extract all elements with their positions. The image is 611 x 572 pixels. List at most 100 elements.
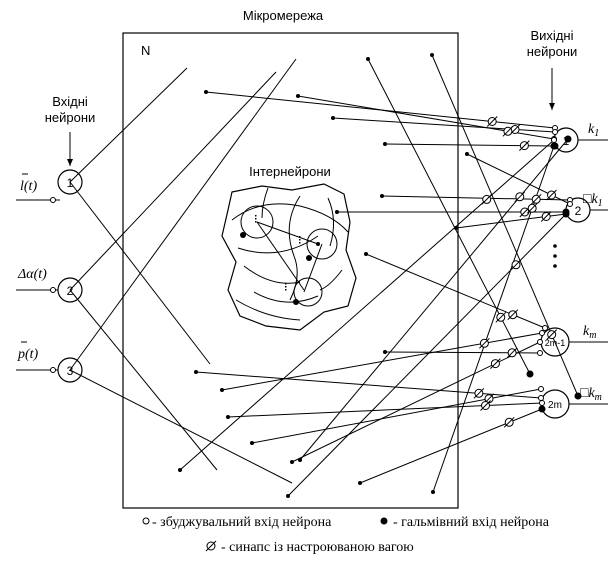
excitatory-input <box>539 330 545 336</box>
connection-line <box>291 341 541 463</box>
excitatory-input <box>537 350 543 356</box>
output-neuron-2m: 2m □km <box>540 386 608 419</box>
adjustable-synapse <box>519 140 530 151</box>
connection-origin-dot <box>358 481 362 485</box>
adjustable-synapse <box>514 191 526 203</box>
inhibitory-input <box>550 142 558 150</box>
excitatory-input <box>539 400 545 406</box>
outputs-ellipsis <box>553 244 557 268</box>
inhibitory-input <box>562 210 570 218</box>
connection-origin-dot <box>220 388 224 392</box>
connection-origin-dot <box>431 490 435 494</box>
connection-line <box>384 351 541 354</box>
excitatory-input <box>537 339 543 345</box>
input-neuron-2-id: 2 <box>67 284 74 298</box>
excitatory-symbol <box>142 517 150 525</box>
inhibitory-symbol <box>380 517 388 525</box>
connection-origin-dot <box>383 142 387 146</box>
input-signal-l: l(t) <box>20 179 37 194</box>
input-header-line1: Вхідні <box>52 94 88 109</box>
adjustable-synapse <box>502 125 514 137</box>
connection-origin-dot <box>380 194 384 198</box>
connection-origin-dot <box>194 370 198 374</box>
output-connections <box>179 54 579 497</box>
input-neuron-3-id: 3 <box>67 364 74 378</box>
output-neuron-4-id: 2m <box>548 400 562 411</box>
output-3-label: km <box>583 324 596 341</box>
connection-origin-dot <box>454 226 458 230</box>
diagram-title: Мікромережа <box>243 8 324 23</box>
connection-origin-dot <box>296 94 300 98</box>
connection-origin-dot <box>204 90 208 94</box>
connection-origin-dot <box>366 57 370 61</box>
network-label: N <box>141 43 150 58</box>
adjustable-synapse <box>540 211 552 222</box>
synapse-terminals <box>526 125 582 413</box>
connection-line <box>299 138 569 461</box>
connection-origin-dot <box>364 252 368 256</box>
input-header-line2: нейрони <box>45 110 96 125</box>
excitatory-input <box>551 137 557 143</box>
interneurons-cluster: Інтернейрони <box>221 164 357 331</box>
input-neuron-3: p(t) 3 <box>16 341 83 383</box>
adjustable-synapse <box>481 194 493 205</box>
connection-line <box>195 371 542 399</box>
input-neuron-1: l(t) 1 <box>16 169 83 203</box>
connection-line <box>381 195 571 201</box>
adjustable-synapse <box>495 311 507 323</box>
input-signal-p: p(t) <box>17 347 39 362</box>
connection-origin-dot <box>331 116 335 120</box>
inhibitory-input <box>564 135 572 143</box>
legend-inhibitory-text: - гальмівний вхід нейрона <box>393 515 550 530</box>
connection-origin-dot <box>226 415 230 419</box>
connection-origin-dot <box>290 460 294 464</box>
synapse-symbol <box>205 540 217 552</box>
excitatory-input <box>542 325 548 331</box>
connection-origin-dot <box>178 468 182 472</box>
output-header-line1: Вихідні <box>531 28 574 43</box>
connection-origins <box>178 53 469 498</box>
adjustable-synapse <box>526 202 538 214</box>
inhibitory-input <box>538 405 546 413</box>
synapses <box>473 116 558 428</box>
adjustable-synapse <box>546 329 558 340</box>
excitatory-input <box>567 201 573 207</box>
adjustable-synapse <box>506 347 518 359</box>
legend-excitatory-text: - збуджувальний вхід нейрона <box>152 515 332 530</box>
excitatory-input <box>538 395 544 401</box>
output-header-line2: нейрони <box>527 44 578 59</box>
connection-origin-dot <box>250 441 254 445</box>
legend: - збуджувальний вхід нейрона - гальмівни… <box>142 515 550 555</box>
inhibitory-input <box>574 392 582 400</box>
adjustable-synapse <box>486 116 498 127</box>
output-1-label: k1 <box>588 122 599 139</box>
input-neuron-2: Δα(t) 2 <box>16 267 83 303</box>
output-neuron-2m-1: 2m-1 km <box>540 324 608 357</box>
connection-line <box>227 402 543 418</box>
connection-line <box>431 54 579 397</box>
output-neuron-2: 2 □k1 <box>565 192 608 223</box>
connection-origin-dot <box>335 210 339 214</box>
output-2-label: □k1 <box>583 192 603 209</box>
output-neuron-2-id: 2 <box>575 204 582 218</box>
connection-line <box>359 408 543 484</box>
adjustable-synapse <box>479 337 490 349</box>
adjustable-synapse <box>510 259 522 271</box>
adjustable-synapse <box>480 400 491 411</box>
connection-line <box>367 58 531 375</box>
adjustable-synapse <box>530 193 542 205</box>
connection-line <box>432 145 555 493</box>
interneurons-label: Інтернейрони <box>249 164 331 179</box>
connection-origin-dot <box>286 494 290 498</box>
output-neuron-1: 1 k1 <box>553 122 608 153</box>
connection-origin-dot <box>383 350 387 354</box>
adjustable-synapse <box>473 387 485 399</box>
connection-origin-dot <box>465 152 469 156</box>
excitatory-input <box>538 386 544 392</box>
connection-origin-dot <box>298 458 302 462</box>
connection-line <box>251 388 542 444</box>
output-4-label: □km <box>580 386 602 403</box>
input-axons <box>69 58 297 484</box>
connection-origin-dot <box>430 53 434 57</box>
